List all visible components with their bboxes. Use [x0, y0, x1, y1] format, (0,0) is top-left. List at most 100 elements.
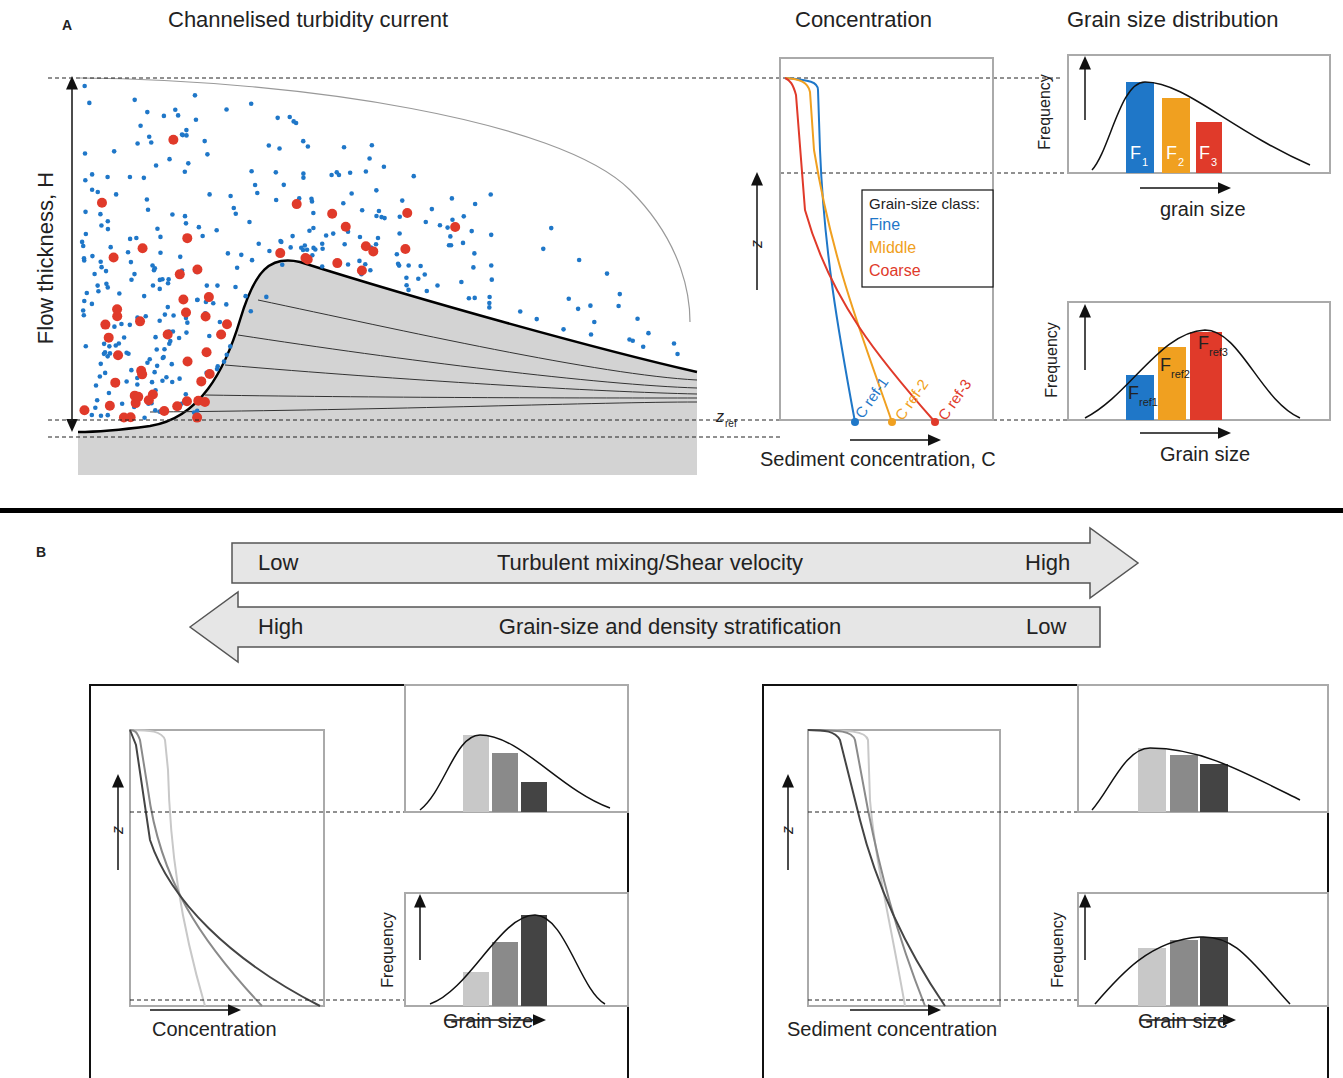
sediment-grain: [124, 379, 129, 384]
sediment-grain: [627, 337, 632, 342]
sediment-grain: [105, 413, 110, 418]
sediment-grain: [646, 331, 651, 336]
bar-label: F: [1166, 144, 1177, 164]
sediment-grain: [80, 240, 85, 245]
sediment-grain: [79, 405, 89, 415]
sediment-grain: [215, 367, 220, 372]
panel-letter: A: [62, 18, 72, 33]
sediment-grain: [438, 223, 443, 228]
sediment-grain: [448, 234, 453, 239]
sediment-grain: [487, 305, 492, 310]
sediment-grain: [83, 344, 88, 349]
sediment-grain: [406, 288, 411, 293]
sediment-grain: [487, 301, 492, 306]
sediment-grain: [207, 334, 212, 339]
sediment-grain: [90, 254, 95, 259]
sediment-grain: [267, 249, 272, 254]
sediment-grain: [253, 183, 258, 188]
sediment-grain: [143, 314, 148, 319]
sediment-grain: [205, 283, 210, 288]
sediment-grain: [145, 360, 150, 365]
sediment-grain: [430, 207, 435, 212]
sediment-grain: [377, 209, 382, 214]
sediment-grain: [108, 351, 113, 356]
sediment-grain: [113, 343, 118, 348]
curve-label: C ref-2: [892, 376, 932, 423]
sediment-grain: [194, 117, 199, 122]
axis-label: Frequency: [1049, 912, 1067, 988]
sediment-grain: [450, 196, 455, 201]
sediment-grain: [277, 146, 282, 151]
sediment-grain: [360, 208, 365, 213]
sediment-grain: [142, 176, 147, 181]
sediment-grain: [214, 228, 219, 233]
sediment-grain: [184, 330, 189, 335]
sediment-grain: [145, 197, 150, 202]
axis-label: Sediment concentration, C: [760, 448, 996, 470]
bar-label: F: [1160, 356, 1171, 376]
sediment-grain: [107, 391, 112, 396]
legend-title: Grain-size class:: [869, 196, 980, 213]
sediment-grain: [307, 228, 312, 233]
sediment-grain: [90, 413, 95, 418]
sediment-grain: [195, 297, 200, 302]
sediment-grain: [169, 362, 174, 367]
sediment-grain: [186, 161, 191, 166]
sediment-grain: [332, 258, 342, 268]
sediment-grain: [249, 309, 254, 314]
sediment-grain: [605, 271, 610, 276]
arrow-text: Turbulent mixing/Shear velocity: [497, 551, 803, 575]
sediment-grain: [151, 283, 156, 288]
sediment-grain: [82, 299, 87, 304]
sediment-grain: [96, 289, 101, 294]
sediment-grain: [129, 260, 134, 265]
sediment-grain: [177, 336, 182, 341]
panel-b: [90, 685, 1328, 1078]
sediment-grain: [204, 292, 214, 302]
sediment-grain: [126, 351, 131, 356]
sediment-grain: [348, 170, 353, 175]
sediment-grain: [119, 322, 124, 327]
legend-entry: Coarse: [869, 262, 921, 280]
sediment-grain: [288, 245, 293, 250]
sediment-grain: [94, 383, 99, 388]
sediment-grain: [264, 295, 269, 300]
panel-letter: B: [36, 545, 46, 560]
sediment-grain: [576, 307, 581, 312]
sediment-grain: [402, 208, 412, 218]
sediment-grain: [224, 302, 229, 307]
sediment-grain: [404, 275, 409, 280]
sediment-grain: [411, 174, 416, 179]
sediment-grain: [95, 398, 100, 403]
axis-label: z: [748, 240, 766, 248]
sediment-grain: [104, 333, 114, 343]
sediment-grain: [267, 143, 272, 148]
sediment-grain: [171, 313, 176, 318]
sediment-grain: [274, 170, 279, 175]
sediment-grain: [132, 272, 137, 277]
sediment-grain: [400, 244, 410, 254]
sediment-grain: [153, 266, 158, 271]
sediment-grain: [132, 98, 137, 103]
sediment-grain: [134, 236, 139, 241]
sediment-grain: [182, 233, 192, 243]
sediment-grain: [163, 330, 173, 340]
sediment-grain: [180, 132, 185, 137]
sediment-grain: [243, 294, 248, 299]
sediment-grain: [112, 304, 122, 314]
sediment-grain: [472, 251, 477, 256]
sediment-grain: [305, 247, 310, 252]
sediment-grain: [122, 335, 127, 340]
sediment-grain: [163, 312, 168, 317]
sediment-grain: [341, 222, 351, 232]
arrow-text: Low: [1026, 615, 1066, 639]
sediment-grain: [201, 311, 211, 321]
sediment-grain: [473, 202, 478, 207]
sediment-grain: [90, 302, 95, 307]
sediment-grain: [382, 164, 387, 169]
sediment-grain: [472, 296, 477, 301]
sediment-grain: [311, 211, 316, 216]
bar-subscript: 1: [1142, 156, 1148, 168]
sediment-grain: [154, 163, 159, 168]
sediment-grain: [281, 183, 286, 188]
